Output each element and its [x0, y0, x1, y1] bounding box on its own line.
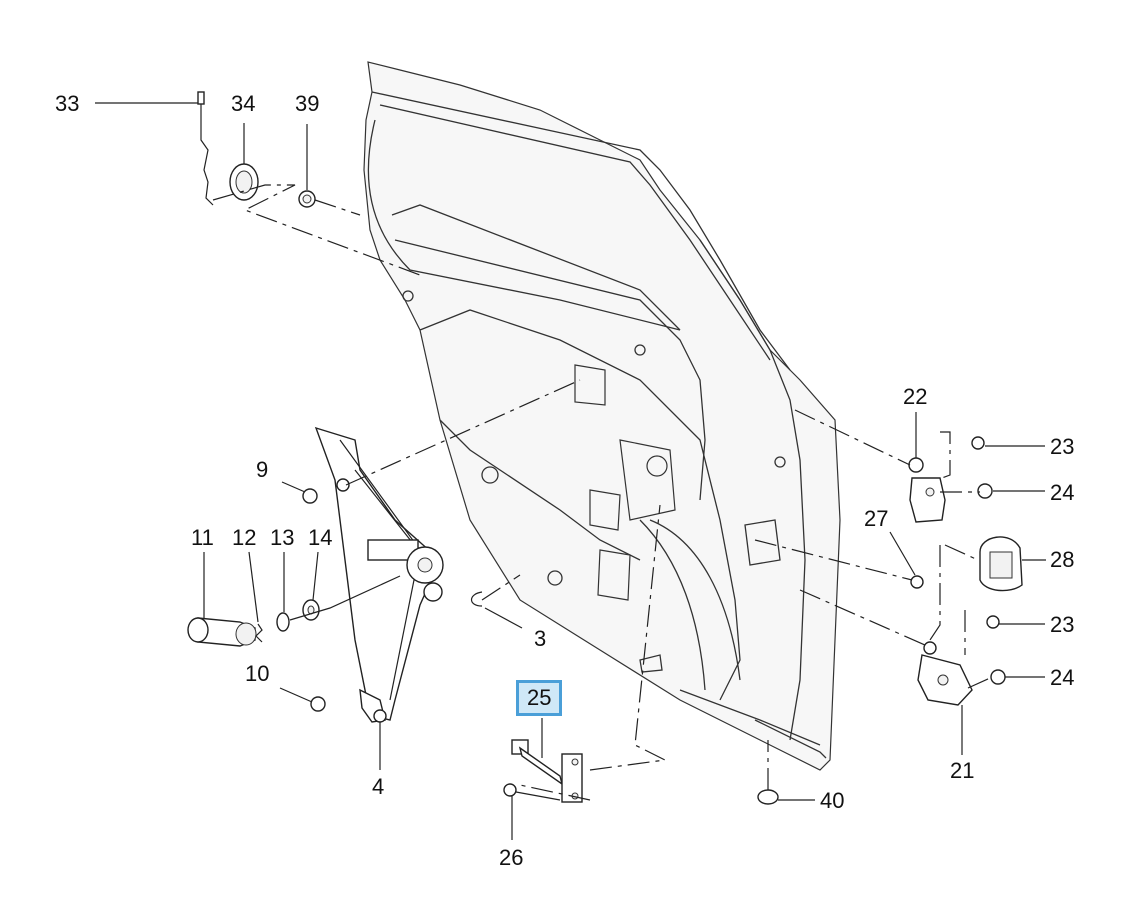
- callout-23-lower: 23: [1050, 612, 1075, 637]
- callout-34: 34: [231, 91, 256, 116]
- callout-14: 14: [308, 525, 333, 550]
- bolt-9: [302, 488, 318, 504]
- callout-26: 26: [499, 845, 524, 870]
- callout-33: 33: [55, 91, 80, 116]
- callout-10: 10: [245, 661, 270, 686]
- nut-27: [910, 575, 924, 589]
- callout-24-lower: 24: [1050, 665, 1075, 690]
- callout-4: 4: [372, 774, 385, 799]
- callout-39: 39: [295, 91, 320, 116]
- callout-3: 3: [534, 626, 547, 651]
- assembly-lines: [212, 184, 991, 801]
- callout-28: 28: [1050, 547, 1075, 572]
- bolt-24-upper: [977, 483, 993, 499]
- callout-40: 40: [820, 788, 845, 813]
- bolt-23-lower: [986, 615, 1000, 629]
- callout-11: 11: [191, 525, 214, 550]
- hinge-lower-21: [917, 641, 973, 706]
- spring-12: [255, 623, 263, 643]
- washer-13: [276, 612, 290, 632]
- bolt-26: [503, 783, 561, 801]
- handle-11: [187, 617, 257, 647]
- callout-25-highlighted[interactable]: 25: [516, 680, 563, 716]
- leader-lines: [95, 102, 1046, 840]
- callout-12: 12: [232, 525, 257, 550]
- door-check-25: [511, 739, 583, 803]
- bolt-24-lower: [990, 669, 1006, 685]
- grommet-39: [298, 190, 316, 208]
- clip-3: [470, 591, 483, 607]
- bolt-23-upper: [971, 436, 985, 450]
- callout-27: 27: [864, 506, 889, 531]
- rod-33: [197, 91, 214, 206]
- grommet-34: [229, 163, 259, 201]
- hinge-upper-22: [908, 457, 946, 523]
- striker-28: [979, 536, 1023, 592]
- callout-9: 9: [256, 457, 269, 482]
- plug-40: [757, 789, 779, 805]
- callout-21: 21: [950, 758, 975, 783]
- washer-14: [302, 599, 320, 621]
- callout-22: 22: [903, 384, 928, 409]
- callout-23-upper: 23: [1050, 434, 1075, 459]
- callout-13: 13: [270, 525, 295, 550]
- callout-24-upper: 24: [1050, 480, 1075, 505]
- bolt-10: [310, 696, 326, 712]
- door-frame: [363, 61, 841, 771]
- window-regulator: [314, 426, 444, 723]
